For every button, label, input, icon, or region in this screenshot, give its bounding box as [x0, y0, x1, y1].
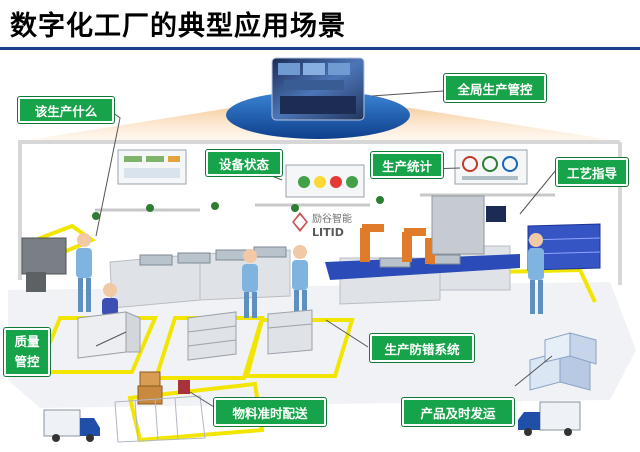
- tag-material-delivery: 物料准时配送: [214, 398, 326, 426]
- cabinet-screen: [486, 206, 506, 222]
- tag-equipment-status: 设备状态: [206, 150, 282, 176]
- tag-process-guide: 工艺指导: [556, 158, 628, 186]
- tag-quality-line1: 质量: [14, 334, 40, 349]
- page-title: 数字化工厂的典型应用场景: [10, 11, 346, 42]
- workers: [76, 233, 544, 320]
- worker-4: [528, 233, 544, 314]
- worker-1: [76, 233, 92, 312]
- conveyor: [325, 254, 520, 280]
- monitor-production-stats: [454, 149, 528, 185]
- left-machine: [21, 237, 67, 292]
- watermark-sub: LITID: [312, 226, 344, 239]
- ceiling-lamps: [92, 196, 444, 220]
- cart-middle: [187, 311, 237, 361]
- monitor-what-to-produce: [117, 149, 187, 185]
- tag-quality-line2: 管控: [14, 354, 40, 369]
- title-underline: [0, 47, 640, 50]
- control-room-screens: [278, 63, 356, 114]
- process-cabinet: [431, 195, 485, 255]
- monitor-equipment-status: [285, 164, 365, 198]
- tag-production-stats: 生产统计: [371, 152, 443, 178]
- cart-left: [77, 311, 141, 359]
- tag-what-producing: 该生产什么: [18, 97, 114, 123]
- worker-2: [242, 249, 258, 318]
- tag-error-proof: 生产防错系统: [370, 334, 474, 362]
- worker-3: [292, 245, 308, 320]
- tag-quality-control: 质量 管控: [4, 328, 50, 376]
- tag-global-control: 全局生产管控: [444, 74, 546, 102]
- truck-left: [43, 409, 100, 442]
- carts: [77, 309, 313, 361]
- warehouse-buildings: [529, 332, 597, 391]
- watermark-text: 励谷智能: [312, 212, 352, 225]
- tag-product-shipping: 产品及时发运: [402, 398, 514, 426]
- robot-arms: [360, 224, 435, 264]
- wire-grid: [114, 395, 206, 443]
- worker-seated: [102, 283, 118, 316]
- cart-right: [267, 309, 313, 355]
- truck-right: [518, 401, 581, 436]
- watermark-logo: 励谷智能 LITID: [292, 212, 352, 239]
